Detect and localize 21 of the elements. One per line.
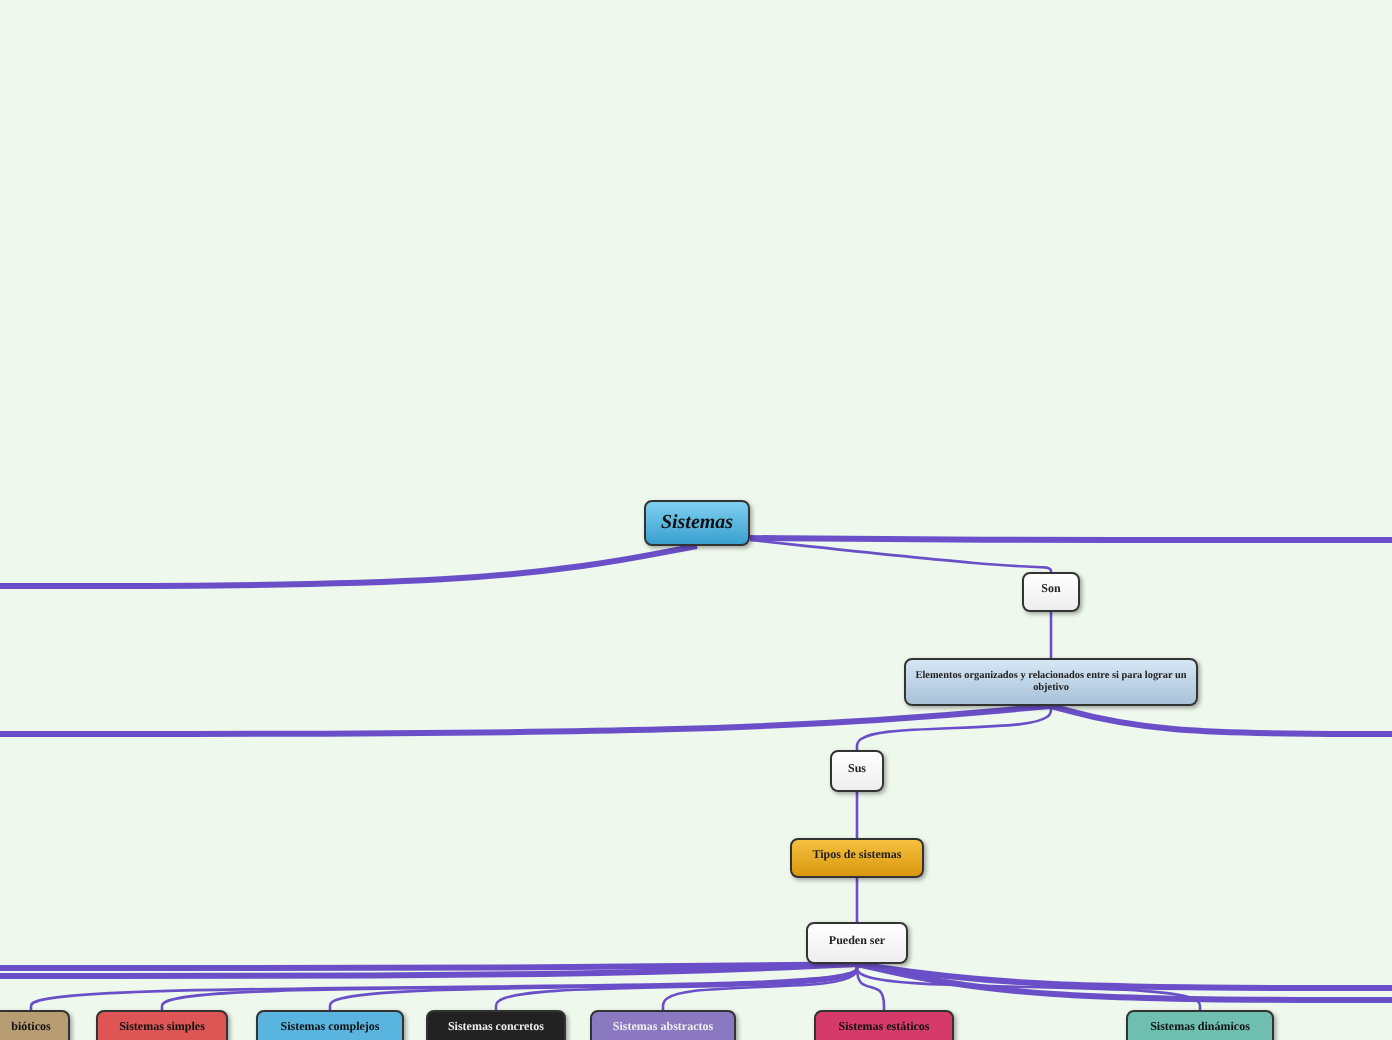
topic-box bbox=[830, 750, 884, 792]
connector bbox=[661, 964, 859, 1010]
connector bbox=[0, 703, 1052, 737]
connector bbox=[160, 963, 859, 1011]
connector bbox=[855, 792, 859, 838]
topic-box bbox=[904, 658, 1198, 706]
connector bbox=[1049, 612, 1053, 658]
connector bbox=[0, 543, 698, 589]
topic-box bbox=[1022, 572, 1080, 612]
topic-box bbox=[644, 500, 750, 546]
topic-box bbox=[790, 838, 924, 878]
topic-label: Sistemas bbox=[660, 511, 734, 535]
connector bbox=[855, 964, 1202, 1010]
connector bbox=[855, 706, 1053, 750]
connector bbox=[749, 538, 1053, 573]
connector bbox=[0, 961, 858, 979]
topic-box bbox=[806, 922, 908, 964]
connector bbox=[855, 878, 859, 922]
connector bbox=[1050, 703, 1392, 737]
connector bbox=[749, 535, 1392, 543]
connector bbox=[856, 961, 1392, 1003]
